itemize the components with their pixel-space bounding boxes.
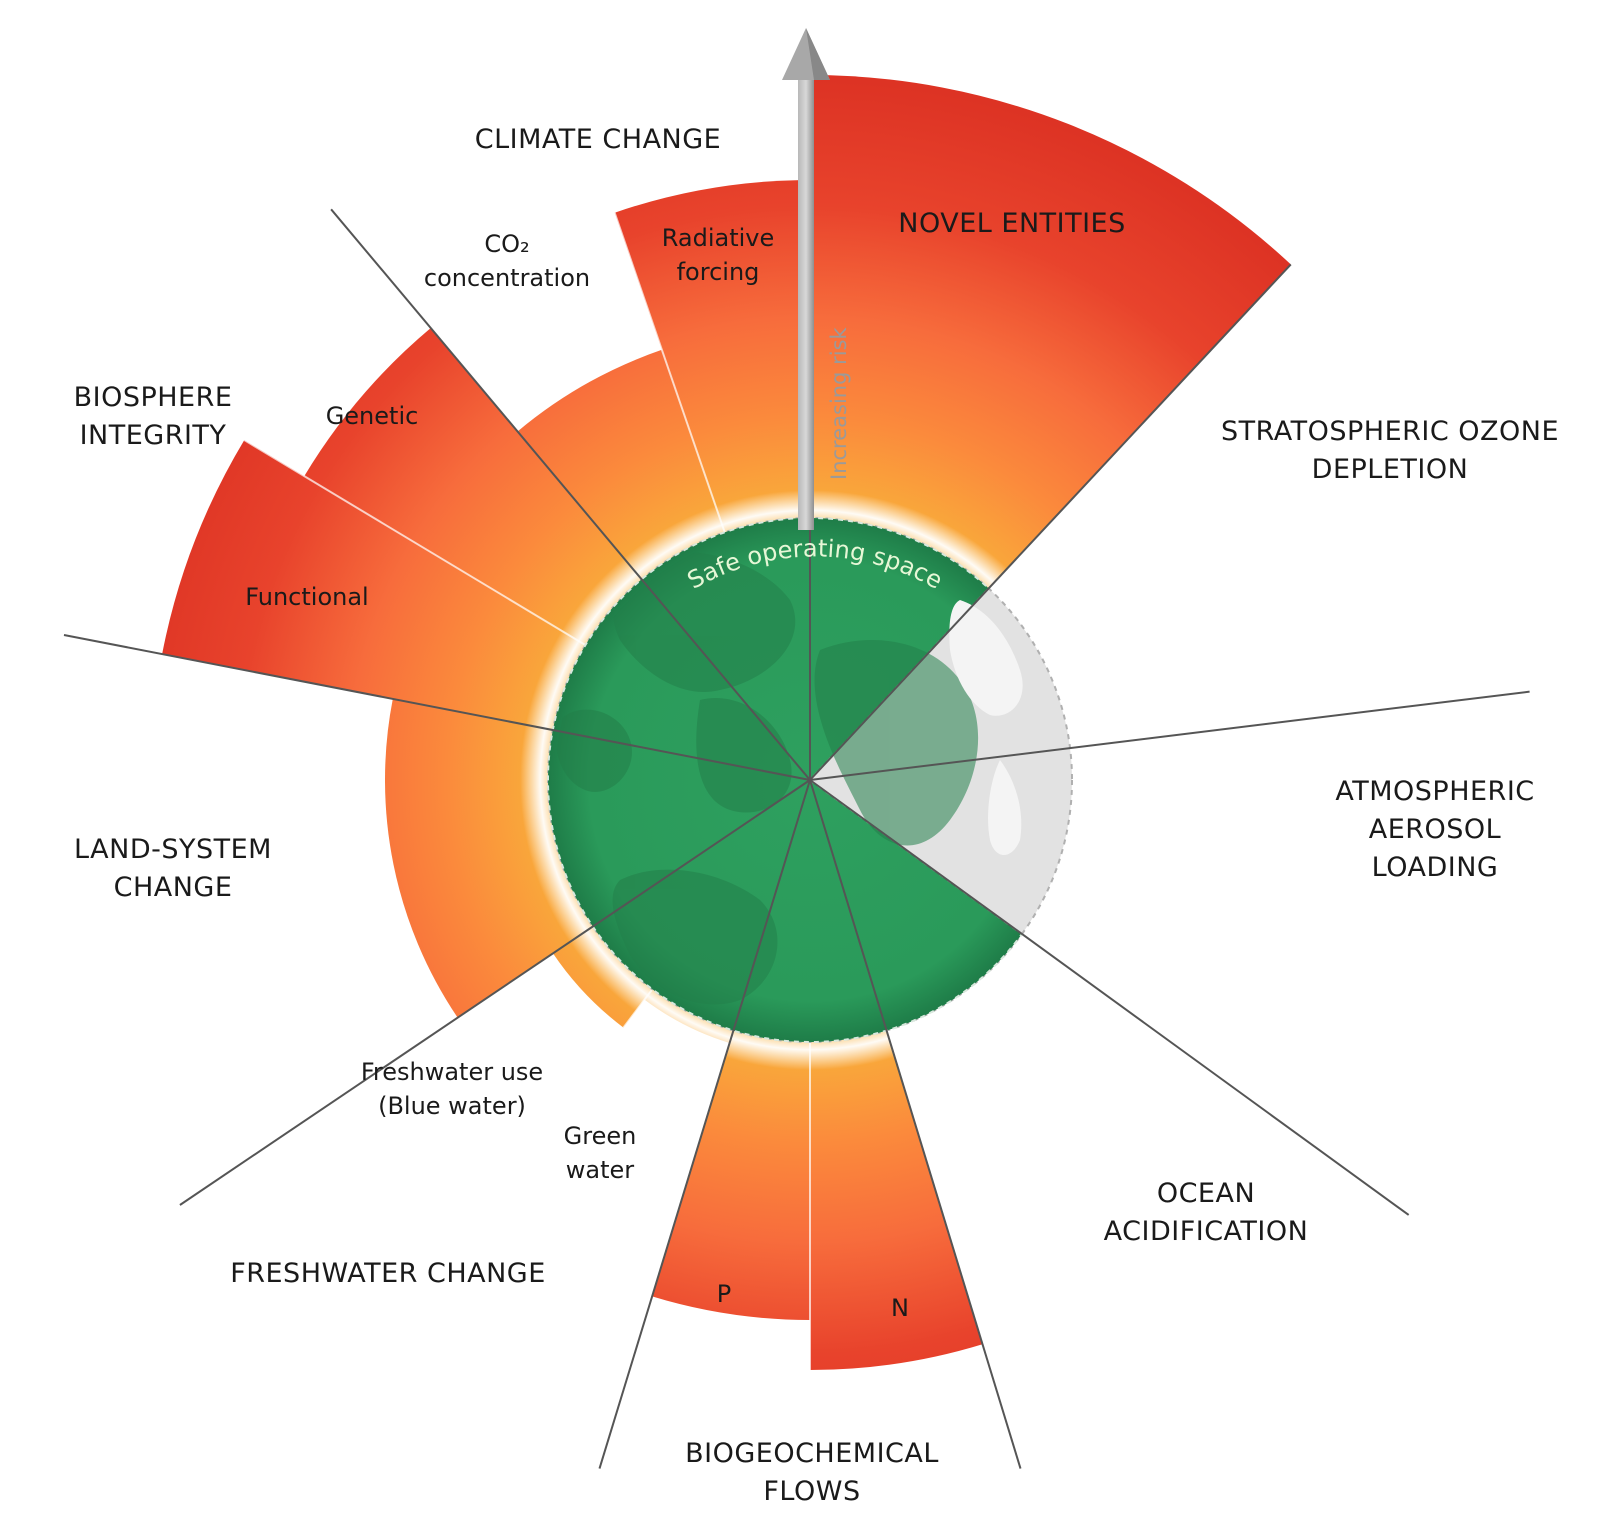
boundary-divider-line — [598, 779, 811, 1469]
boundary-divider-line — [179, 779, 811, 1206]
label-ocean-1: OCEAN — [1157, 1178, 1255, 1209]
label-co2-1: CO₂ — [484, 230, 529, 258]
label-aerosol-3: LOADING — [1372, 852, 1499, 883]
label-radiative-2: forcing — [677, 258, 760, 286]
label-land-system-2: CHANGE — [114, 872, 233, 903]
label-biosphere-2: INTEGRITY — [80, 420, 227, 451]
boundary-divider-line — [809, 263, 1292, 781]
boundary-dividers — [63, 60, 1530, 1469]
label-ozone-1: STRATOSPHERIC OZONE — [1221, 416, 1559, 447]
globe-land-grey — [949, 600, 1023, 855]
label-biosphere-1: BIOSPHERE — [74, 382, 233, 413]
label-ocean-2: ACIDIFICATION — [1104, 1216, 1309, 1247]
label-genetic: Genetic — [326, 402, 419, 430]
label-p: P — [717, 1280, 731, 1308]
label-n: N — [891, 1294, 909, 1322]
globe-continents — [556, 552, 979, 1005]
label-co2-2: concentration — [424, 264, 590, 292]
label-biogeochemical-2: FLOWS — [763, 1476, 860, 1507]
label-freshwater-change: FRESHWATER CHANGE — [230, 1258, 546, 1289]
label-green-water-2: water — [566, 1156, 635, 1184]
label-radiative-1: Radiative — [662, 224, 775, 252]
boundary-divider-line — [809, 779, 1022, 1469]
label-ozone-2: DEPLETION — [1312, 454, 1469, 485]
label-biogeochemical-1: BIOGEOCHEMICAL — [685, 1438, 939, 1469]
increasing-risk-arrow — [782, 28, 830, 530]
boundary-divider-line — [63, 634, 811, 781]
boundary-divider-line — [809, 779, 1410, 1216]
increasing-risk-label: Increasing risk — [827, 326, 851, 480]
label-blue-water-2: (Blue water) — [378, 1092, 526, 1120]
label-land-system-1: LAND-SYSTEM — [74, 834, 272, 865]
label-green-water-1: Green — [564, 1122, 637, 1150]
label-aerosol-1: ATMOSPHERIC — [1335, 776, 1534, 807]
label-functional: Functional — [245, 583, 368, 611]
label-blue-water-1: Freshwater use — [361, 1058, 543, 1086]
label-novel-entities: NOVEL ENTITIES — [898, 208, 1126, 239]
label-climate-change: CLIMATE CHANGE — [475, 124, 721, 155]
boundary-divider-line — [809, 690, 1530, 781]
boundary-divider-line — [330, 208, 811, 781]
label-aerosol-2: AEROSOL — [1369, 814, 1501, 845]
